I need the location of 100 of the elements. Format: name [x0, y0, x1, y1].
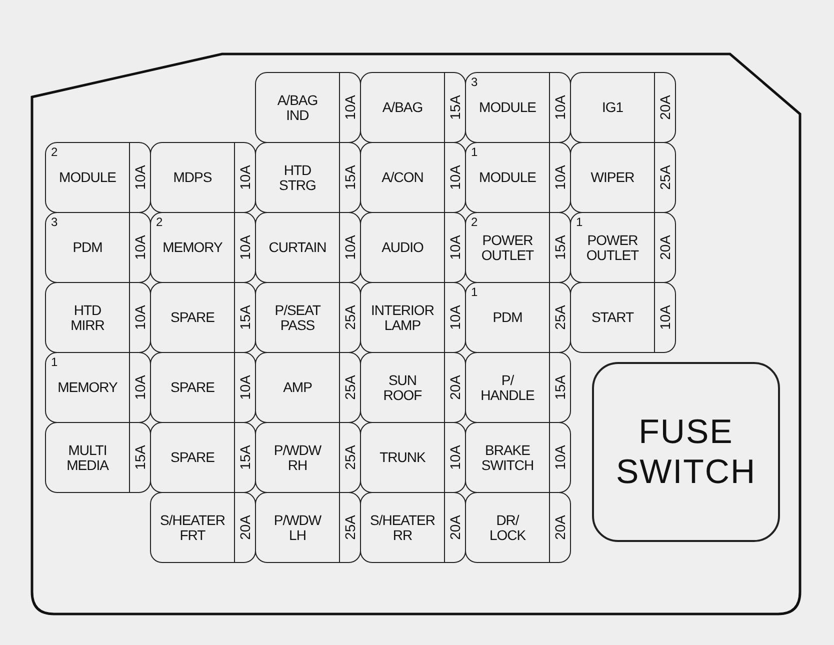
fuse-label: P/SEAT PASS — [274, 302, 320, 332]
fuse-rating: 15A — [237, 445, 253, 470]
fuse-label: S/HEATER FRT — [160, 512, 225, 542]
fuse-label: POWER OUTLET — [481, 232, 534, 262]
fuse-slot — [360, 352, 466, 423]
fuse-rating: 10A — [447, 235, 463, 260]
fuse-slot — [465, 492, 571, 563]
fuse-label: P/WDW RH — [274, 442, 322, 472]
fuse-label: START — [591, 310, 634, 325]
fuse-slot — [150, 282, 256, 353]
fuse-rating: 10A — [552, 165, 568, 190]
fuse-label: MODULE — [59, 170, 116, 185]
fuse-rating: 20A — [552, 515, 568, 540]
fuse-label: AMP — [283, 380, 312, 395]
fuse-rating: 15A — [132, 445, 148, 470]
fuse-rating: 15A — [237, 305, 253, 330]
fuse-slot — [465, 282, 571, 353]
circuit-number: 1 — [51, 356, 58, 368]
fuse-rating: 15A — [342, 165, 358, 190]
fuse-rating: 25A — [657, 165, 673, 190]
circuit-number: 3 — [51, 216, 58, 228]
fuse-rating: 10A — [447, 445, 463, 470]
switch-label: FUSE SWITCH — [616, 412, 756, 492]
fuse-label: A/CON — [382, 170, 424, 185]
fuse-rating: 10A — [237, 375, 253, 400]
fuse-slot — [255, 142, 361, 213]
fuse-slot — [360, 72, 466, 143]
fuse-slot — [360, 282, 466, 353]
circuit-number: 2 — [156, 216, 163, 228]
fuse-slot — [465, 422, 571, 493]
fuse-label: CURTAIN — [268, 240, 326, 255]
fuse-label: PDM — [72, 240, 102, 255]
fuse-slot — [465, 142, 571, 213]
fuse-rating: 10A — [342, 95, 358, 120]
fuse-slot — [45, 142, 151, 213]
fuse-slot — [255, 72, 361, 143]
fuse-rating: 25A — [342, 375, 358, 400]
fuse-slot — [150, 492, 256, 563]
fuse-label: MEMORY — [58, 380, 118, 395]
fuse-label: IG1 — [602, 100, 624, 115]
fuse-slot — [150, 422, 256, 493]
fuse-rating: 10A — [237, 165, 253, 190]
fuse-label: SPARE — [170, 380, 214, 395]
fuse-rating: 10A — [132, 235, 148, 260]
fuse-slot — [570, 142, 676, 213]
fuse-label: MODULE — [479, 170, 536, 185]
fuse-rating: 15A — [552, 375, 568, 400]
fuse-slot — [150, 212, 256, 283]
fuse-label: TRUNK — [380, 450, 426, 465]
fuse-rating: 20A — [237, 515, 253, 540]
circuit-number: 1 — [471, 286, 478, 298]
fuse-rating: 10A — [132, 375, 148, 400]
fuse-switch — [592, 362, 780, 542]
fuse-label: P/WDW LH — [274, 512, 322, 542]
circuit-number: 1 — [576, 216, 583, 228]
fuse-rating: 10A — [237, 235, 253, 260]
fuse-label: PDM — [492, 310, 522, 325]
fuse-slot — [255, 282, 361, 353]
fuse-rating: 25A — [342, 515, 358, 540]
circuit-number: 2 — [51, 146, 58, 158]
fuse-slot — [360, 142, 466, 213]
fuse-label: INTERIOR LAMP — [371, 302, 434, 332]
fuse-label: BRAKE SWITCH — [481, 442, 534, 472]
fuse-slot — [465, 352, 571, 423]
fuse-label: DR/ LOCK — [489, 512, 526, 542]
fuse-label: AUDIO — [382, 240, 424, 255]
fuse-slot — [255, 212, 361, 283]
fuse-slot — [150, 142, 256, 213]
fuse-slot — [360, 422, 466, 493]
fuse-slot — [570, 212, 676, 283]
fuse-slot — [360, 212, 466, 283]
fuse-slot — [570, 282, 676, 353]
circuit-number: 3 — [471, 76, 478, 88]
fuse-rating: 10A — [552, 445, 568, 470]
fuse-slot — [255, 352, 361, 423]
fuse-rating: 25A — [342, 445, 358, 470]
fuse-label: MDPS — [173, 170, 212, 185]
fuse-rating: 10A — [657, 305, 673, 330]
fuse-label: SPARE — [170, 310, 214, 325]
fuse-slot — [465, 72, 571, 143]
fuse-rating: 25A — [552, 305, 568, 330]
fuse-rating: 15A — [552, 235, 568, 260]
fuse-label: A/BAG IND — [277, 92, 318, 122]
fuse-rating: 15A — [447, 95, 463, 120]
fuse-rating: 20A — [657, 95, 673, 120]
fuse-label: MODULE — [479, 100, 536, 115]
fuse-slot — [570, 72, 676, 143]
fuse-rating: 10A — [342, 235, 358, 260]
fuse-label: A/BAG — [382, 100, 423, 115]
fuse-slot — [45, 282, 151, 353]
circuit-number: 1 — [471, 146, 478, 158]
fuse-rating: 20A — [447, 515, 463, 540]
fuse-rating: 25A — [342, 305, 358, 330]
fuse-rating: 20A — [657, 235, 673, 260]
fuse-label: P/ HANDLE — [480, 372, 534, 402]
fuse-slot — [465, 212, 571, 283]
fuse-rating: 10A — [132, 165, 148, 190]
fuse-label: S/HEATER RR — [370, 512, 435, 542]
fuse-slot — [360, 492, 466, 563]
fuse-label: WIPER — [590, 170, 634, 185]
